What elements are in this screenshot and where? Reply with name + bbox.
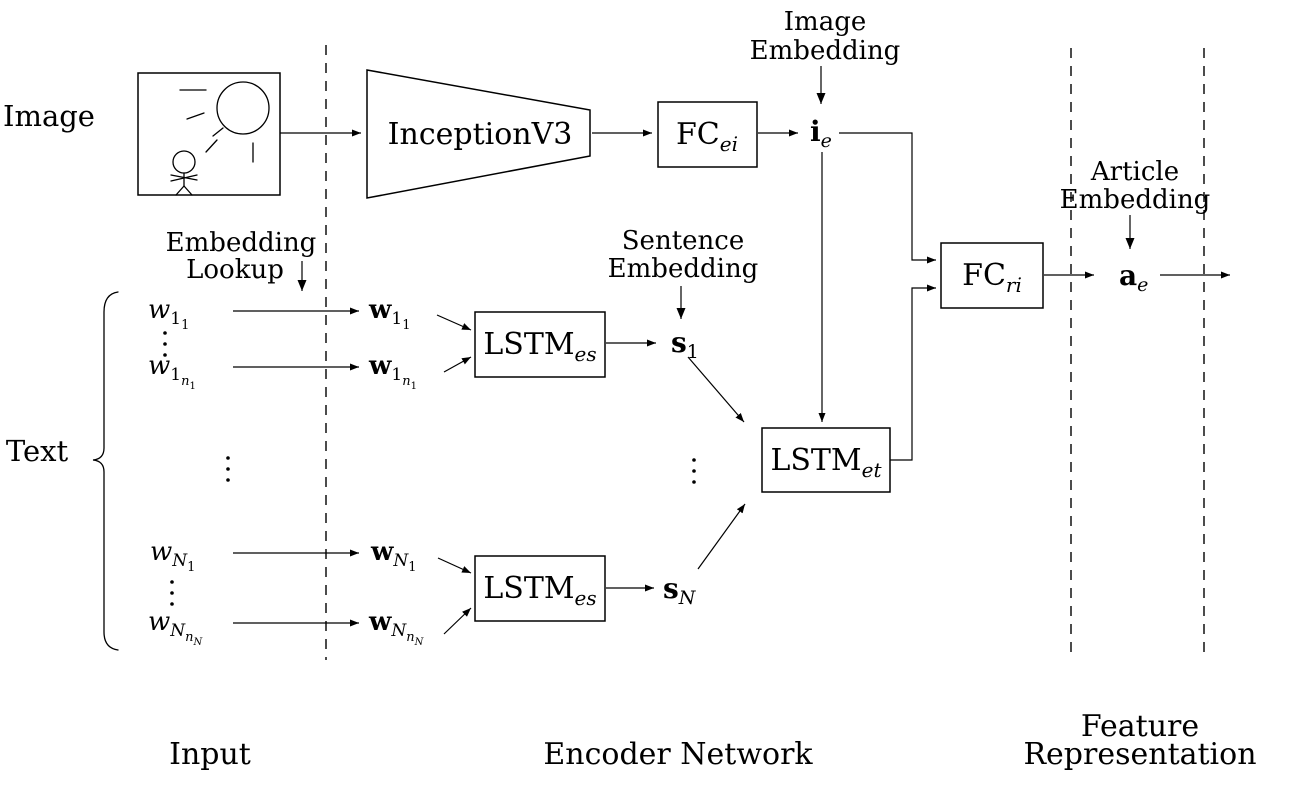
arrow-wvec1n1-to-lstmes1 (443, 356, 472, 373)
section-label-feature-line2: Representation (1023, 737, 1256, 772)
node-w-1-n1: w1n1 (148, 351, 196, 392)
image-embedding-annotation: Image Embedding (750, 7, 901, 104)
section-label-feature-line1: Feature (1081, 709, 1199, 744)
sun-ray-icon (205, 139, 218, 153)
arrow-sN-to-lstmet (697, 503, 746, 570)
ellipsis-words-N (170, 580, 174, 606)
sentence-embedding-line2: Embedding (608, 254, 759, 284)
lstm-es-box-1 (474, 311, 606, 378)
image-frame (137, 72, 281, 196)
node-wvec-1-1: w11 (368, 295, 411, 333)
text-side-label: Text (6, 434, 69, 468)
lstm-et-label: LSTMet (770, 443, 882, 482)
sentence-embedding-line1: Sentence (622, 226, 744, 256)
node-sentence-embedding-sN: sN (663, 572, 697, 609)
text-brace (92, 291, 119, 651)
fc-ri-label: FCri (962, 258, 1022, 297)
node-wvec-N-nN: wNnN (368, 607, 425, 648)
lstm-es-label-1: LSTMes (483, 327, 596, 366)
fc-ri-box (940, 242, 1044, 309)
stick-figure-leg (183, 185, 193, 196)
article-embedding-line2: Embedding (1060, 185, 1211, 215)
sun-ray-icon (186, 112, 205, 120)
node-w-N-1: wN1 (150, 537, 195, 575)
node-w-N-nN: wNnN (148, 607, 204, 648)
arrow-lstmet-to-fcri (890, 284, 936, 461)
lstm-et-box (761, 427, 891, 493)
arrow-wvec11-to-lstmes1 (436, 314, 472, 331)
arrow-wvecN1-to-lstmes2 (437, 557, 472, 574)
inceptionv3-label: InceptionV3 (388, 117, 573, 152)
node-sentence-embedding-s1: s1 (671, 326, 699, 363)
lstm-es-box-2 (474, 555, 606, 622)
ellipsis-sentences-encoder (692, 458, 696, 484)
node-w-1-1: w11 (148, 295, 189, 333)
fc-ei-label: FCei (676, 117, 738, 156)
image-embedding-line2: Embedding (750, 36, 901, 66)
image-side-label: Image (3, 99, 95, 133)
stick-figure-arm (170, 174, 198, 182)
embedding-lookup-line2: Lookup (186, 255, 284, 285)
article-embedding-annotation: Article Embedding (1060, 157, 1211, 249)
input-image-sketch (137, 72, 281, 196)
embedding-lookup-line1: Embedding (166, 228, 317, 258)
stick-figure-leg (175, 185, 185, 196)
embedding-lookup-annotation: Embedding Lookup (166, 228, 317, 291)
node-wvec-1-n1: w1n1 (368, 351, 417, 392)
sentence-embedding-annotation: Sentence Embedding (608, 226, 759, 319)
section-label-input: Input (169, 737, 251, 772)
ellipsis-words-1 (163, 331, 167, 357)
arrow-ie-to-fcri (839, 132, 936, 264)
article-embedding-line1: Article (1090, 157, 1179, 187)
section-label-encoder: Encoder Network (543, 737, 813, 772)
arrow-wvecNnN-to-lstmes2 (443, 607, 472, 635)
sun-ray-icon (212, 127, 224, 137)
sun-icon (216, 81, 270, 135)
node-wvec-N-1: wN1 (370, 537, 417, 575)
fc-ei-box (657, 101, 758, 168)
ellipsis-sentences-input (226, 456, 230, 482)
inceptionv3-block (366, 69, 591, 199)
arrow-s1-to-lstmet (687, 356, 745, 423)
image-embedding-line1: Image (784, 7, 866, 37)
node-article-embedding-ae: ae (1119, 259, 1148, 296)
lstm-es-label-2: LSTMes (483, 571, 596, 610)
node-image-embedding-ie: ie (810, 115, 832, 152)
